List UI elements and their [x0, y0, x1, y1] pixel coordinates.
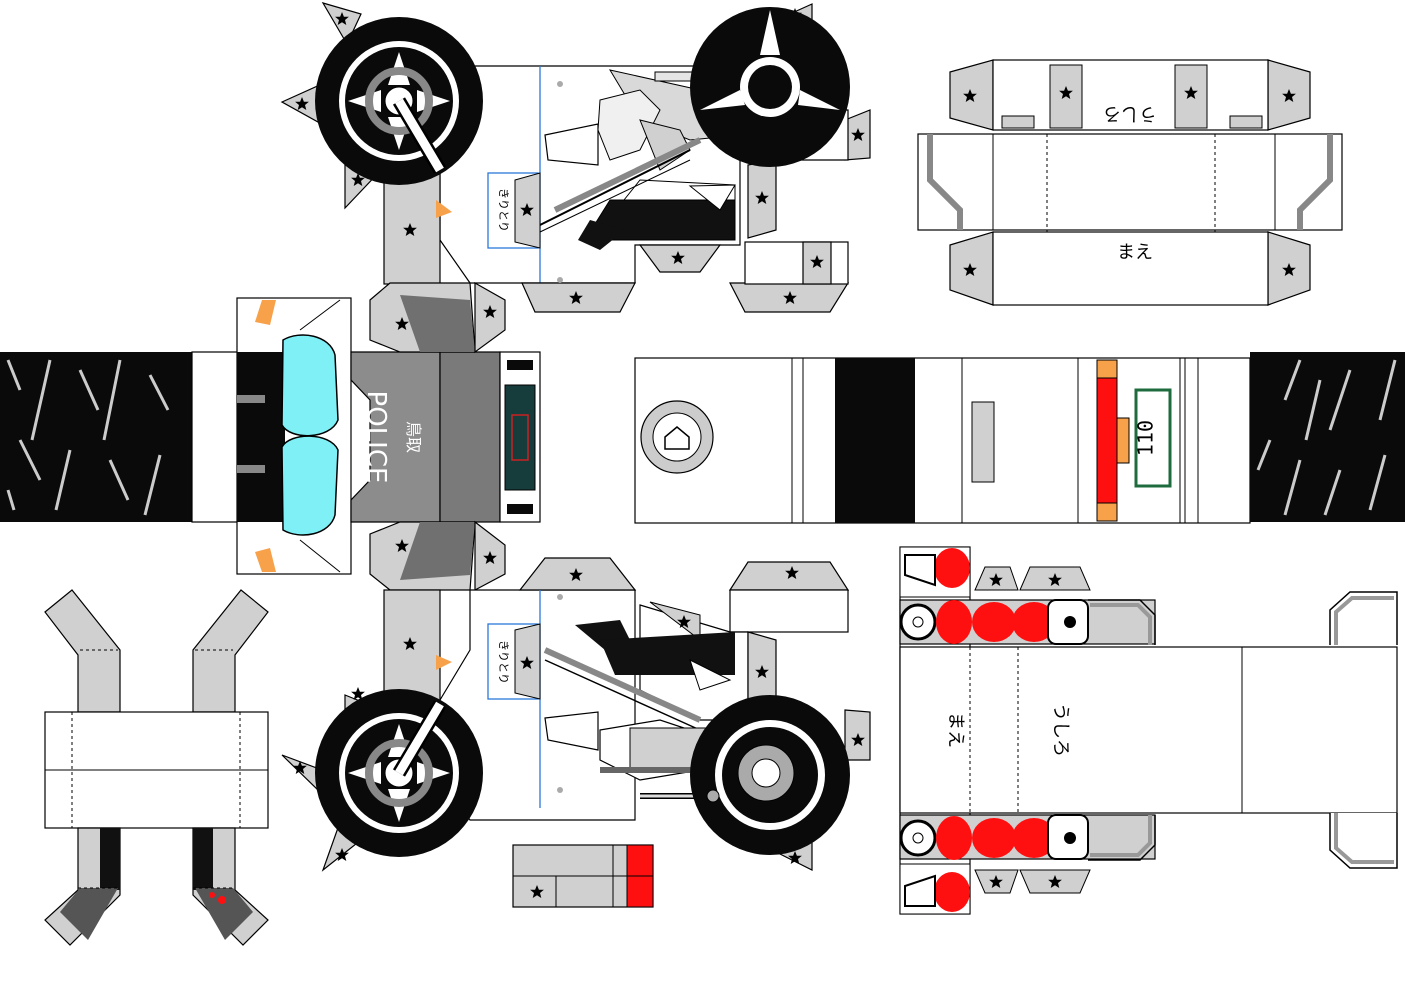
- tire-tread-right: [1250, 352, 1405, 522]
- lower-bike-side-panel: きりとり: [281, 557, 871, 872]
- upper-bike-side-panel: きりとり: [280, 2, 871, 313]
- cargo-box-net-top: うしろ まえ: [917, 59, 1343, 306]
- tread-pattern: [6, 359, 170, 516]
- cargo-box-net-bottom: まえ うしろ: [899, 546, 1398, 915]
- tire-tread-left: [0, 352, 192, 522]
- lamp-red: [936, 600, 972, 644]
- tail-lamp: [1096, 359, 1118, 521]
- tail-box-part: [512, 844, 654, 908]
- cut-label-lower: きりとり: [497, 640, 510, 684]
- rear-label-top: うしろ: [1103, 103, 1157, 124]
- handlebar-net: [44, 589, 269, 946]
- center-strip: POLICE 鳥取 110: [0, 281, 1405, 591]
- rear-label-bottom: うしろ: [1050, 703, 1071, 757]
- license-plate: [1134, 388, 1172, 488]
- plate-number: 110: [1134, 420, 1158, 456]
- police-label: POLICE: [361, 391, 391, 484]
- front-label-bottom: まえ: [945, 712, 966, 748]
- cut-label-upper: きりとり: [497, 188, 510, 232]
- windshield: [281, 334, 339, 437]
- front-label-top: まえ: [1117, 242, 1153, 263]
- prefecture-label: 鳥取: [404, 421, 423, 453]
